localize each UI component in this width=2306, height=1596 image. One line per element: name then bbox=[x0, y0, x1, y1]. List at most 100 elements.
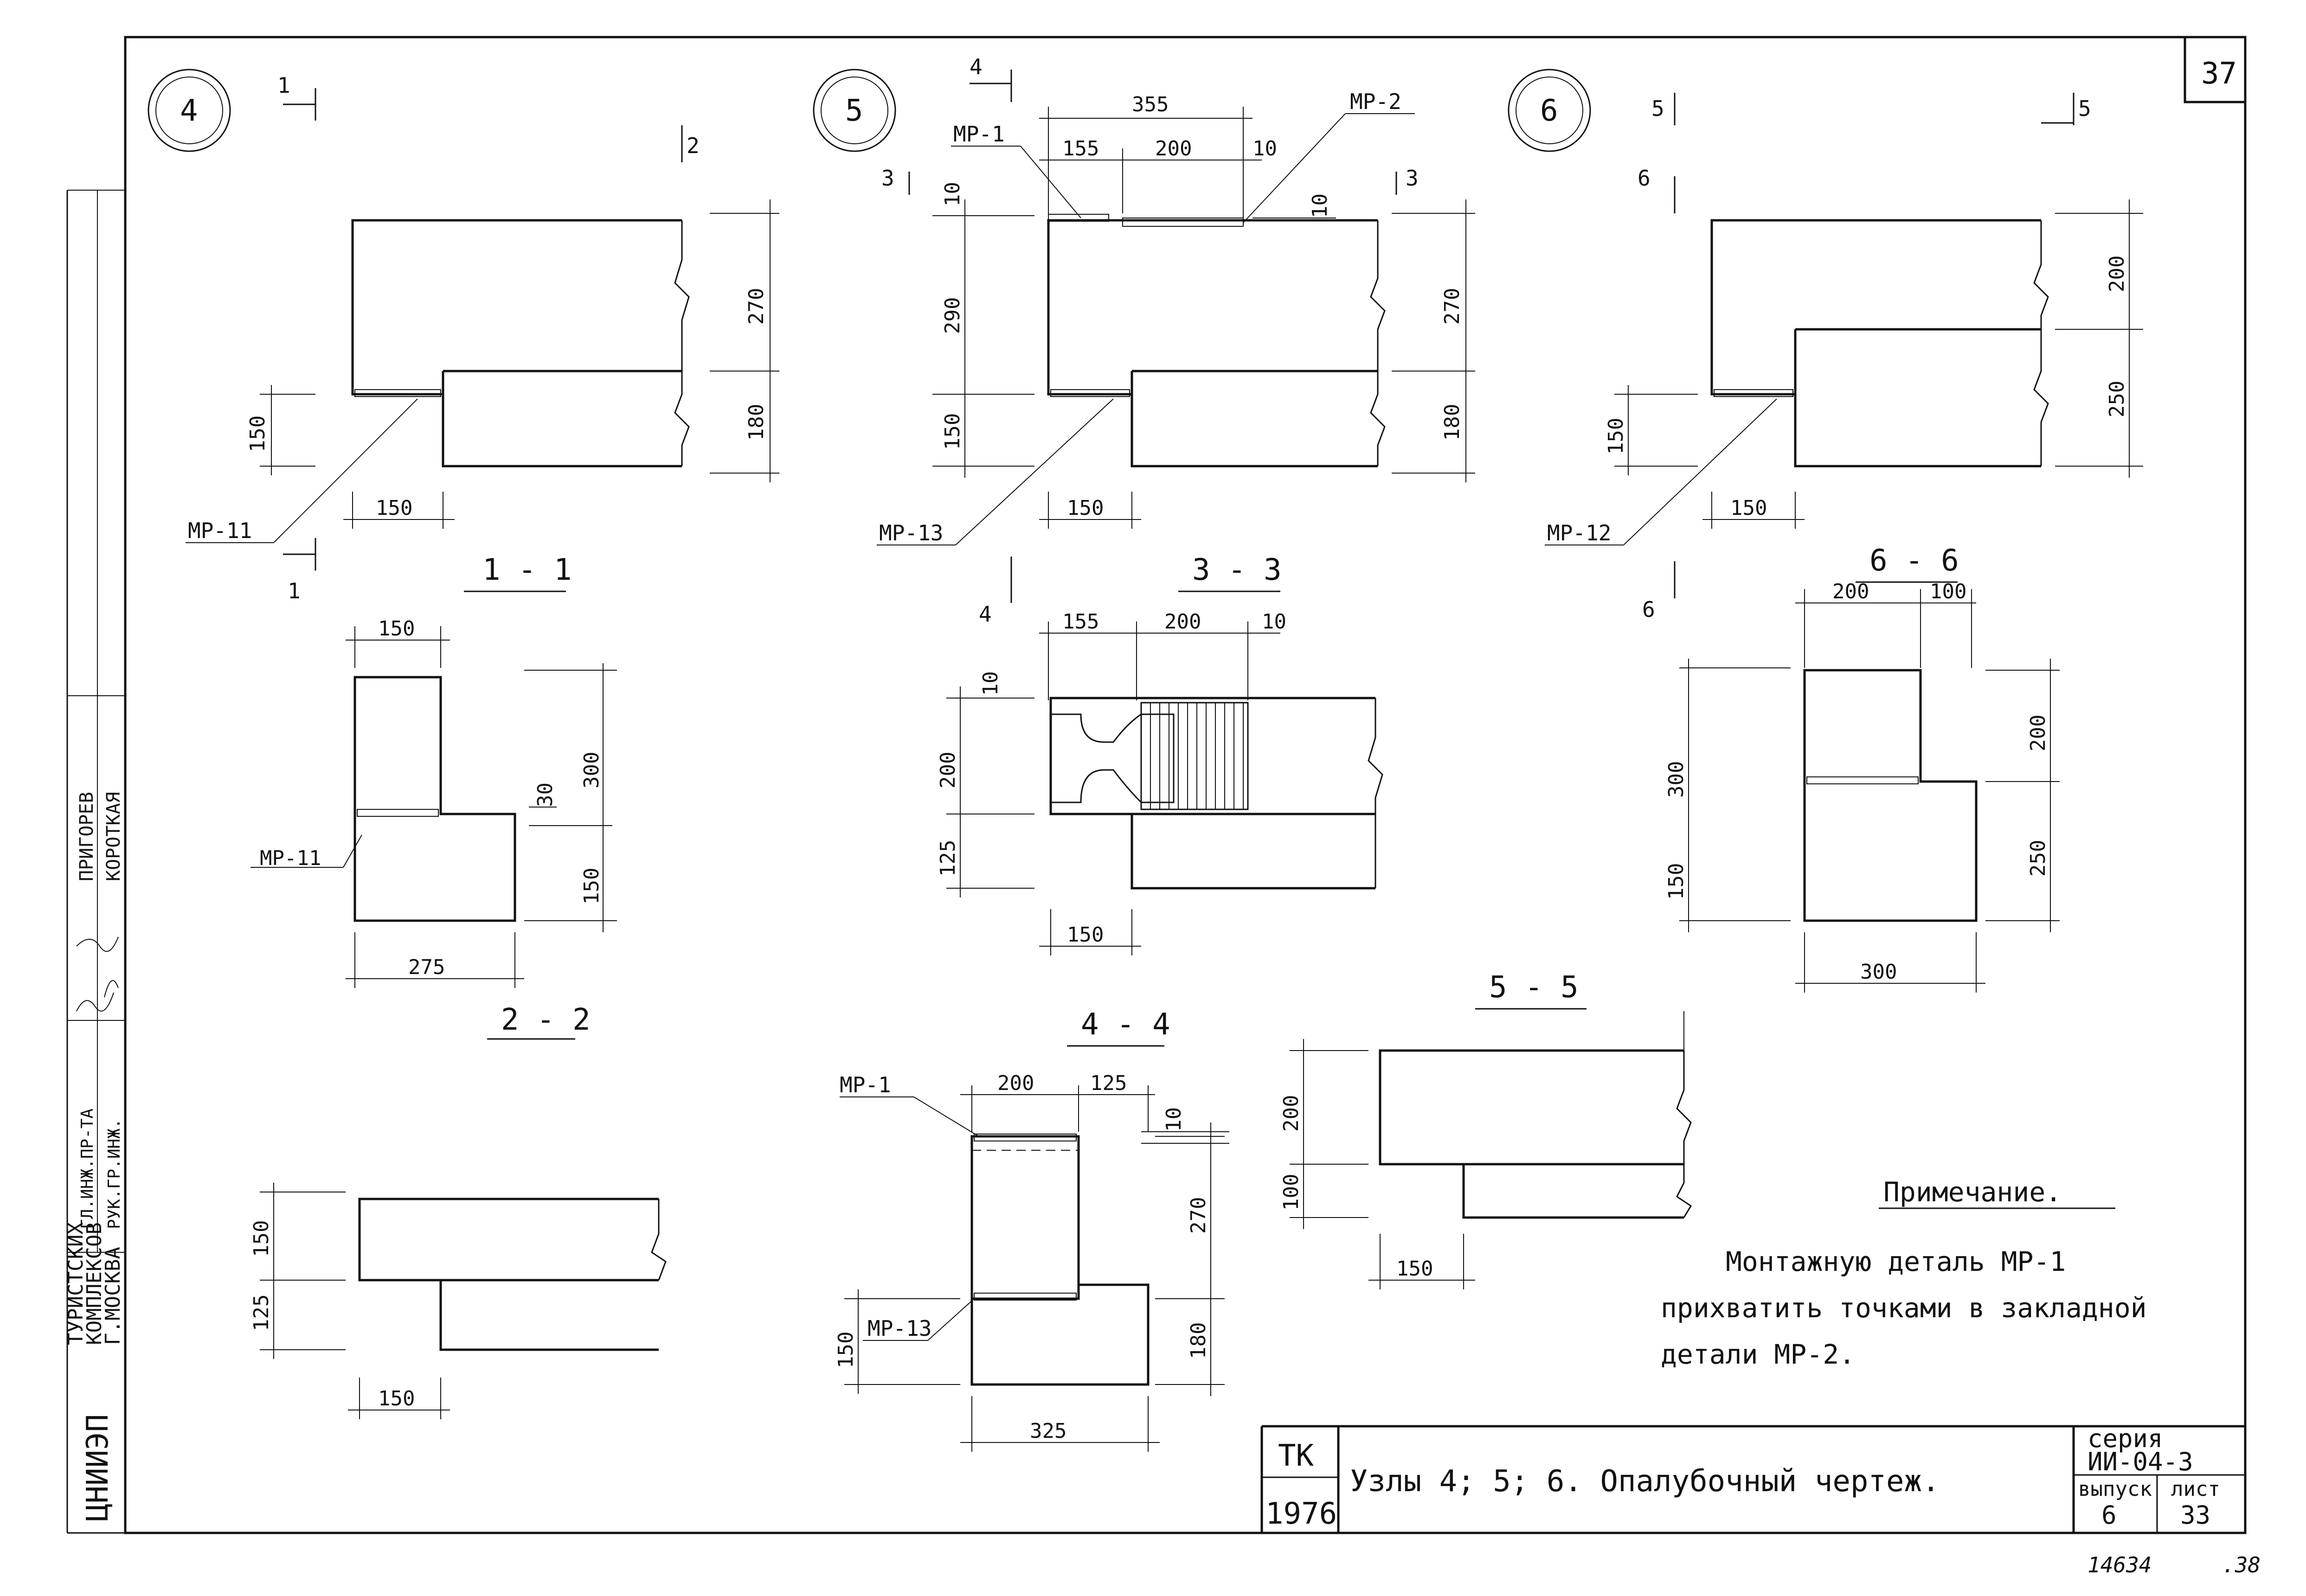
s11-dim-150: 150 bbox=[378, 617, 415, 641]
node-4-dim-180: 180 bbox=[745, 404, 768, 441]
mp-13-plate bbox=[1050, 389, 1130, 397]
cut-1-top: 1 bbox=[277, 73, 290, 98]
s11-dim-30: 30 bbox=[533, 782, 557, 807]
node-4-dim-150v: 150 bbox=[246, 416, 270, 452]
title-block-tk: ТК bbox=[1278, 1439, 1314, 1473]
section-2-2-lower bbox=[439, 1280, 659, 1351]
s33-dim-200v: 200 bbox=[936, 752, 960, 788]
node-5-mp-1-callout: МР-1 bbox=[953, 122, 1005, 147]
institute-name: ЦНИИЭП bbox=[81, 1414, 115, 1521]
cut-6-bottom: 6 bbox=[1642, 597, 1655, 622]
title-block-title: Узлы 4; 5; 6. Опалубочный чертеж. bbox=[1350, 1464, 1940, 1499]
node-4-upper-beam bbox=[351, 219, 682, 396]
section-2-2-title: 2 - 2 bbox=[501, 1003, 591, 1037]
corner-box bbox=[2184, 36, 2247, 103]
section-3-3-title: 3 - 3 bbox=[1192, 553, 1282, 587]
s44-mp-1-callout: МР-1 bbox=[840, 1072, 891, 1097]
sheet-value: 33 bbox=[2180, 1500, 2210, 1530]
title-block-year: 1976 bbox=[1265, 1497, 1337, 1531]
node-6-marker bbox=[1508, 69, 1591, 152]
section-1-1-title: 1 - 1 bbox=[482, 553, 572, 587]
s11-mp-11-callout: МР-11 bbox=[260, 846, 321, 870]
node-5-dim-10-top: 10 bbox=[1253, 137, 1277, 160]
s44-dim-125: 125 bbox=[1090, 1071, 1127, 1095]
signature-marks bbox=[76, 936, 119, 1012]
cut-6-top: 6 bbox=[1638, 166, 1651, 191]
note-line-2: прихватить точками в закладной bbox=[1661, 1292, 2147, 1324]
node-5-dim-150h: 150 bbox=[1067, 496, 1104, 520]
role-1: ГЛ.ИНЖ.ПР-ТА bbox=[78, 1109, 97, 1229]
s33-dim-150h: 150 bbox=[1067, 923, 1104, 947]
s44-dim-150v: 150 bbox=[834, 1332, 858, 1368]
s33-dim-10: 10 bbox=[1262, 610, 1286, 634]
node-4-lower-beam bbox=[442, 370, 682, 468]
node-5-dim-270: 270 bbox=[1440, 288, 1464, 325]
node-5-dim-155: 155 bbox=[1062, 137, 1099, 160]
name-1: ПРИГОРЕВ bbox=[76, 792, 97, 881]
s33-dim-10v: 10 bbox=[979, 671, 1002, 696]
cut-4-top: 4 bbox=[970, 54, 983, 79]
s66-dim-300h: 300 bbox=[1860, 960, 1897, 984]
section-6-6-title: 6 - 6 bbox=[1869, 544, 1959, 578]
role-2: РУК.ГР.ИНЖ. bbox=[105, 1119, 124, 1229]
s66-dim-150v: 150 bbox=[1664, 863, 1688, 900]
mp-11-plate bbox=[354, 389, 441, 397]
series-value: ИИ-04-3 bbox=[2088, 1447, 2193, 1476]
s44-dim-180: 180 bbox=[1187, 1322, 1210, 1359]
sheet-label: лист bbox=[2171, 1477, 2220, 1501]
node-4-dim-270: 270 bbox=[745, 288, 768, 325]
cut-3-left: 3 bbox=[881, 166, 894, 191]
node-5-dim-10-left: 10 bbox=[941, 182, 964, 206]
section-5-5-upper bbox=[1379, 1049, 1684, 1166]
s66-dim-100: 100 bbox=[1930, 580, 1966, 603]
s55-dim-200: 200 bbox=[1279, 1095, 1303, 1132]
corner-number: 37 bbox=[2201, 57, 2237, 91]
section-5-5-title: 5 - 5 bbox=[1489, 970, 1579, 1005]
stamp-suffix: .38 bbox=[2222, 1552, 2261, 1577]
outer-frame bbox=[124, 36, 2247, 1534]
node-6-upper-beam bbox=[1710, 219, 2041, 396]
section-4-4-title: 4 - 4 bbox=[1081, 1007, 1170, 1042]
institute-detail-2: КОМПЛЕКСОВ bbox=[83, 1222, 106, 1345]
s66-dim-300v: 300 bbox=[1664, 761, 1688, 798]
mp-1-insert bbox=[1050, 713, 1175, 803]
node-5-dim-355: 355 bbox=[1132, 93, 1169, 116]
node-6-label: 6 bbox=[1540, 94, 1558, 128]
node-4-label: 4 bbox=[180, 94, 198, 128]
stamp-number: 14634 bbox=[2088, 1552, 2152, 1577]
s55-dim-100: 100 bbox=[1279, 1174, 1303, 1211]
s66-dim-250v: 250 bbox=[2026, 840, 2050, 877]
institute-detail-3: Г.МОСКВА bbox=[101, 1247, 125, 1345]
s44-dim-10: 10 bbox=[1162, 1107, 1186, 1132]
series-label: серия bbox=[2088, 1424, 2163, 1453]
node-6-dim-200: 200 bbox=[2105, 256, 2129, 292]
section-6-6-outline bbox=[1803, 669, 1978, 922]
cut-5-left: 5 bbox=[1651, 96, 1664, 121]
s11-dim-275: 275 bbox=[408, 955, 445, 979]
s44-dim-325: 325 bbox=[1030, 1419, 1066, 1443]
node-5-dim-150v: 150 bbox=[941, 413, 964, 450]
cut-4-bottom: 4 bbox=[979, 602, 992, 627]
s33-dim-200: 200 bbox=[1164, 610, 1201, 634]
s66-dim-200: 200 bbox=[1832, 580, 1869, 603]
s44-dim-200: 200 bbox=[997, 1071, 1034, 1095]
note-line-1: Монтажную деталь МР-1 bbox=[1726, 1246, 2066, 1277]
node-6-dim-150h: 150 bbox=[1730, 496, 1767, 520]
node-5-lower-beam bbox=[1131, 370, 1378, 468]
node-5-dim-180: 180 bbox=[1440, 404, 1464, 441]
name-2: КОРОТКАЯ bbox=[103, 792, 124, 881]
s44-mp-13-callout: МР-13 bbox=[867, 1316, 931, 1341]
node-5-marker bbox=[813, 69, 896, 152]
cut-2-top: 2 bbox=[687, 133, 700, 158]
mp-12-plate bbox=[1714, 389, 1793, 397]
institute-detail-1: ТУРИСТСКИХ bbox=[64, 1222, 88, 1345]
s11-dim-150v: 150 bbox=[580, 868, 604, 904]
mp-2-insert bbox=[1140, 702, 1249, 810]
node-5-mp-13-callout: МР-13 bbox=[879, 520, 943, 545]
s11-dim-300: 300 bbox=[580, 752, 604, 788]
s33-dim-125v: 125 bbox=[936, 840, 960, 877]
section-3-3-lower bbox=[1131, 814, 1375, 890]
node-4-mp-11-callout: МР-11 bbox=[188, 518, 252, 543]
section-4-4-lower bbox=[970, 1283, 1150, 1386]
